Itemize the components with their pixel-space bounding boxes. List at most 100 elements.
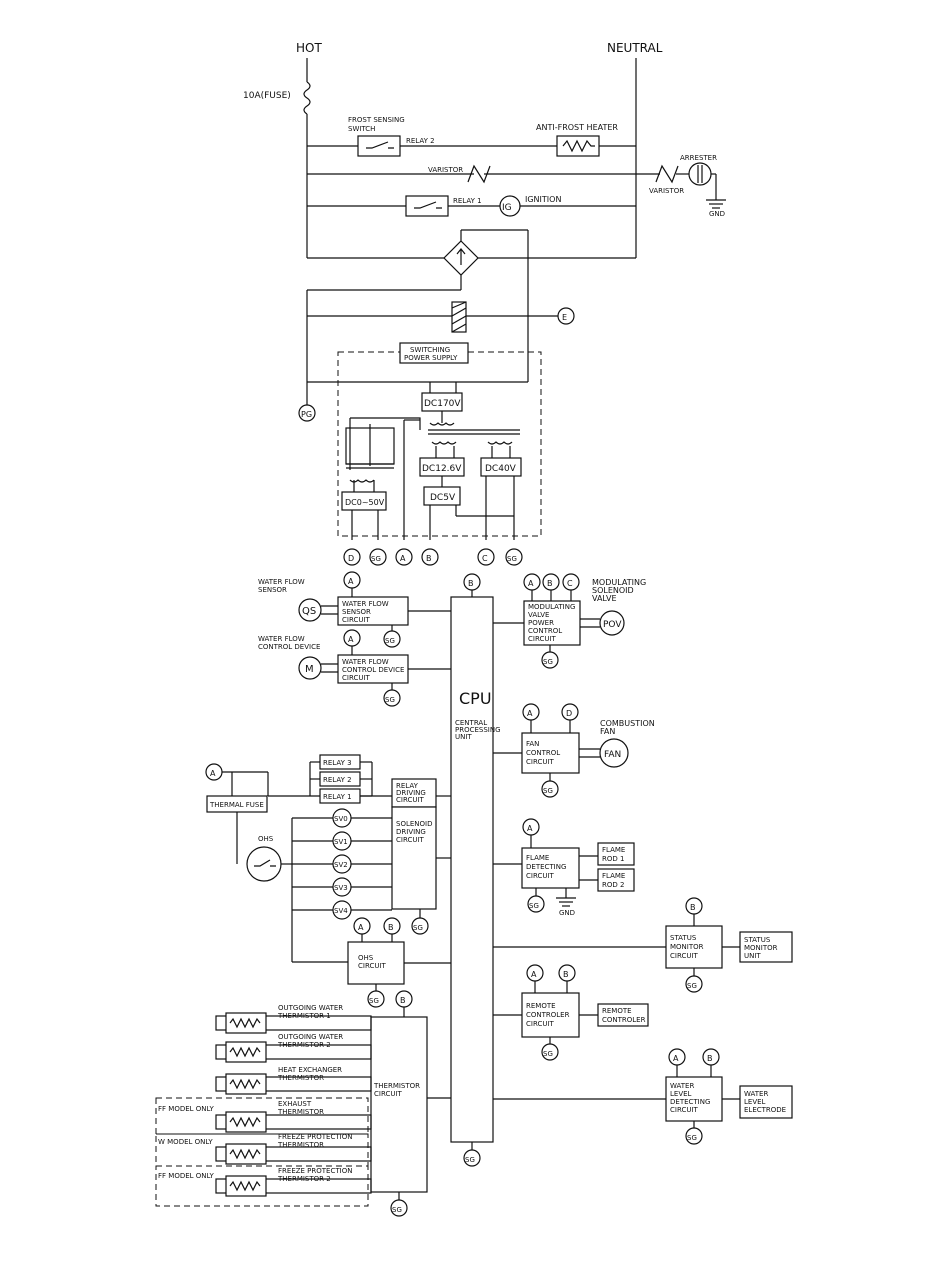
thermistor-3: HEAT EXCHANGER THERMISTOR <box>215 1066 372 1095</box>
svg-text:REMOTE: REMOTE <box>526 1002 556 1010</box>
switch-icon-2 <box>414 201 442 209</box>
arrester-icon <box>688 162 712 186</box>
svg-text:WATER FLOW: WATER FLOW <box>342 658 389 666</box>
dc170-label: DC170V <box>424 399 461 409</box>
svg-text:OHS: OHS <box>358 954 374 962</box>
svg-text:STATUS: STATUS <box>744 936 771 944</box>
svg-text:SG: SG <box>371 555 381 563</box>
svg-text:SG: SG <box>385 696 395 704</box>
svg-text:ROD 1: ROD 1 <box>602 855 624 863</box>
therm-sg-terminal <box>390 1199 408 1217</box>
status-monitor-unit <box>739 931 793 963</box>
svg-text:M: M <box>305 664 314 675</box>
svg-text:B: B <box>547 579 553 588</box>
varistor-2-icon <box>655 164 679 184</box>
svg-text:FF MODEL ONLY: FF MODEL ONLY <box>158 1172 214 1180</box>
svg-text:A: A <box>531 970 537 979</box>
ignition-icon <box>499 195 521 217</box>
svg-text:FLAME: FLAME <box>602 872 625 880</box>
svg-text:FLAME: FLAME <box>526 854 549 862</box>
thermistor-4: EXHAUST THERMISTOR <box>215 1100 372 1133</box>
psu-terminal-a: A <box>395 548 413 566</box>
svg-text:SV3: SV3 <box>334 884 348 892</box>
solenoid-driving-circuit <box>391 806 437 910</box>
hot-label: HOT <box>296 41 322 55</box>
dc0-50-box <box>341 491 387 511</box>
mod-terminal-b: B <box>542 573 560 591</box>
svg-text:WATER FLOW: WATER FLOW <box>258 578 305 586</box>
ig-label: IG <box>502 203 512 213</box>
dc12-6-label: DC12.6V <box>422 464 462 474</box>
wl-sg-terminal <box>685 1127 703 1145</box>
svg-text:A: A <box>527 824 533 833</box>
svg-text:UNIT: UNIT <box>455 733 472 741</box>
svg-text:A: A <box>528 579 534 588</box>
svg-text:CIRCUIT: CIRCUIT <box>526 872 555 880</box>
svg-text:SV2: SV2 <box>334 861 348 869</box>
mod-terminal-c: C <box>562 573 580 591</box>
svg-text:FF MODEL ONLY: FF MODEL ONLY <box>158 1105 214 1113</box>
svg-text:SV0: SV0 <box>334 815 348 823</box>
psu-terminal-b: B <box>421 548 439 566</box>
fan-terminal-d: D <box>561 703 579 721</box>
flame-rod-2 <box>597 868 635 892</box>
psu-terminal-sg-2: SG <box>505 548 523 566</box>
svg-text:STATUS: STATUS <box>670 934 697 942</box>
svg-text:CONTROL: CONTROL <box>528 627 562 635</box>
svg-text:THERMISTOR: THERMISTOR <box>277 1074 324 1082</box>
svg-text:SENSOR: SENSOR <box>342 608 371 616</box>
svg-text:FREEZE PROTECTION: FREEZE PROTECTION <box>278 1133 352 1141</box>
svg-text:CONTROL DEVICE: CONTROL DEVICE <box>258 643 320 651</box>
water-level-circuit <box>665 1076 723 1122</box>
ohs-sg-terminal <box>367 990 385 1008</box>
psu-title-box <box>399 342 469 364</box>
svg-text:C: C <box>482 554 488 563</box>
anti-frost-label: ANTI-FROST HEATER <box>536 123 618 132</box>
svg-text:CONTROL DEVICE: CONTROL DEVICE <box>342 666 404 674</box>
mod-sg-terminal <box>541 651 559 669</box>
flame-rod-1 <box>597 842 635 866</box>
svg-text:CONTROL: CONTROL <box>526 749 560 757</box>
svg-text:B: B <box>690 903 696 912</box>
svg-text:SOLENOID: SOLENOID <box>396 820 432 828</box>
gnd-label: GND <box>709 210 725 218</box>
svg-text:D: D <box>348 554 354 563</box>
svg-text:W MODEL ONLY: W MODEL ONLY <box>158 1138 213 1146</box>
svg-text:UNIT: UNIT <box>744 952 761 960</box>
svg-text:DETECTING: DETECTING <box>670 1098 710 1106</box>
fan-sg-terminal <box>541 780 559 798</box>
varistor-icon <box>467 164 491 184</box>
e-label: E <box>562 313 567 322</box>
svg-text:THERMISTOR: THERMISTOR <box>373 1082 420 1090</box>
svg-text:B: B <box>426 554 432 563</box>
svg-text:SV1: SV1 <box>334 838 348 846</box>
svg-text:CIRCUIT: CIRCUIT <box>526 1020 555 1028</box>
svg-text:WATER: WATER <box>744 1090 768 1098</box>
switch-icon <box>366 141 394 149</box>
svg-text:SENSOR: SENSOR <box>258 586 287 594</box>
resistor-icon <box>562 139 595 153</box>
svg-text:FAN: FAN <box>526 740 539 748</box>
relay2-label: RELAY 2 <box>406 137 435 145</box>
svg-text:CONTROLER: CONTROLER <box>602 1016 646 1024</box>
svg-text:MODULATING: MODULATING <box>592 578 646 587</box>
svg-text:SG: SG <box>543 1050 553 1058</box>
svg-text:POWER: POWER <box>528 619 554 627</box>
thermistor-6: FREEZE PROTECTION THERMISTOR 2 <box>215 1167 372 1197</box>
svg-text:SG: SG <box>529 902 539 910</box>
svg-text:B: B <box>388 923 394 932</box>
svg-text:FAN: FAN <box>600 727 615 736</box>
psu-terminal-c: C <box>477 548 495 566</box>
svg-text:POV: POV <box>603 620 622 630</box>
svg-text:CIRCUIT: CIRCUIT <box>374 1090 403 1098</box>
svg-text:A: A <box>210 769 216 778</box>
relay-driving-circuit <box>391 778 437 808</box>
combustion-fan-icon <box>599 738 629 768</box>
dc40-label: DC40V <box>485 464 517 474</box>
svg-text:WATER: WATER <box>670 1082 694 1090</box>
svg-text:DRIVING: DRIVING <box>396 828 426 836</box>
thermistor-circuit <box>370 1016 428 1193</box>
varistor-label-2: VARISTOR <box>649 187 684 195</box>
pg-label: PG <box>301 410 312 419</box>
